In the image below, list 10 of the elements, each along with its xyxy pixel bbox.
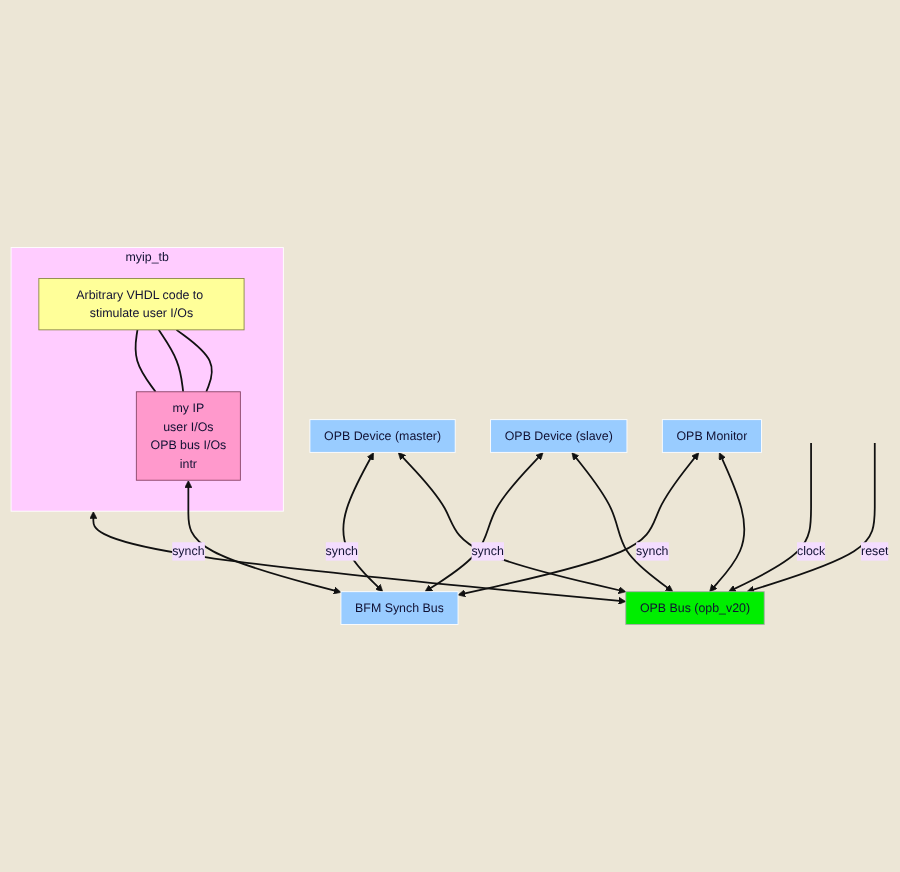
arrow [184, 480, 342, 595]
arrow [709, 452, 746, 593]
arrow [746, 442, 876, 594]
arrow [571, 452, 674, 593]
arrow [397, 452, 627, 594]
arrow [342, 452, 384, 593]
arrow [424, 452, 544, 593]
arrow [89, 511, 627, 605]
arrow [457, 452, 700, 598]
arrow [728, 442, 812, 593]
